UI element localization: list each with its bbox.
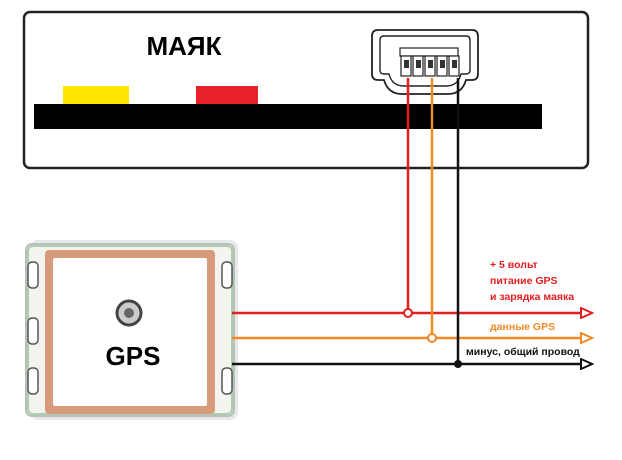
power-label-line1: + 5 вольт	[490, 259, 538, 271]
power-label-line3: и зарядка маяка	[490, 291, 574, 303]
power-label-line2: питание GPS	[490, 275, 558, 287]
wires	[232, 78, 592, 368]
gps-module: GPS	[25, 240, 238, 420]
wire-labels: + 5 вольт питание GPS и зарядка маяка да…	[466, 259, 580, 358]
beacon-device: МАЯК	[22, 10, 590, 170]
beacon-title: МАЯК	[147, 31, 222, 61]
red-led	[196, 86, 258, 104]
data-junction	[427, 333, 437, 343]
ground-label: минус, общий провод	[466, 346, 580, 358]
gps-label: GPS	[106, 341, 161, 371]
beacon-black-stripe	[34, 104, 542, 129]
power-junction	[403, 308, 413, 318]
usb-connector-icon	[371, 29, 479, 95]
data-label: данные GPS	[490, 321, 555, 333]
yellow-led	[63, 86, 129, 104]
ground-junction	[454, 360, 462, 368]
